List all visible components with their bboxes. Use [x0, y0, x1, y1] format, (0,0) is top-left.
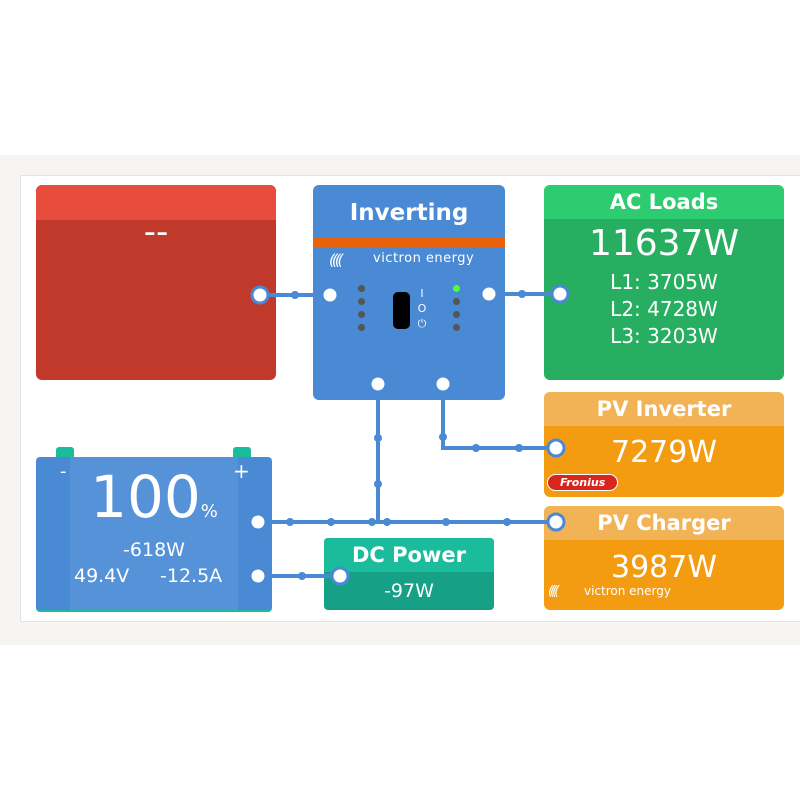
- victron-logo-icon: ((((: [329, 251, 344, 269]
- battery-voltage: 49.4V: [74, 565, 130, 587]
- battery-terminal-plus: [233, 447, 251, 458]
- switch-off-mark: O: [417, 302, 427, 315]
- pv-charger-tile[interactable]: PV Charger 3987W (((( victron energy: [544, 506, 784, 610]
- ac-loads-tile[interactable]: AC Loads 11637W L1: 3705W L2: 4728W L3: …: [544, 185, 784, 380]
- battery-soc-unit: %: [200, 501, 218, 522]
- ac-loads-title: AC Loads: [544, 185, 784, 219]
- battery-soc: 100: [90, 463, 201, 531]
- pv-inverter-power: 7279W: [610, 435, 717, 470]
- battery-terminal-minus: [56, 447, 74, 458]
- battery-minus: -: [60, 461, 67, 482]
- switch-on-mark: I: [420, 287, 424, 300]
- pv-inverter-tile[interactable]: PV Inverter 7279W Fronius: [544, 392, 784, 497]
- battery-fill: [70, 457, 238, 610]
- battery-plus: +: [233, 459, 250, 483]
- pv-charger-power: 3987W: [610, 550, 717, 585]
- inverter-switch[interactable]: [393, 292, 410, 329]
- grid-tile[interactable]: --: [36, 185, 276, 380]
- led-column-left: [358, 285, 365, 331]
- ac-loads-l3: L3: 3203W: [610, 324, 718, 348]
- ac-loads-l1: L1: 3705W: [610, 270, 718, 294]
- dc-power-title: DC Power: [324, 538, 494, 572]
- ac-loads-total: 11637W: [588, 223, 740, 264]
- dc-power-value: -97W: [384, 580, 434, 602]
- battery-soc-row: 100%: [36, 463, 272, 531]
- pv-charger-title: PV Charger: [544, 506, 784, 540]
- inverter-orange-bar: [313, 237, 505, 247]
- inverter-state: Inverting: [349, 200, 469, 226]
- power-icon: ⏻: [417, 317, 427, 330]
- ac-loads-l2: L2: 4728W: [610, 297, 718, 321]
- battery-power: -618W: [123, 539, 185, 561]
- inverter-brand: victron energy: [373, 251, 475, 266]
- switch-marks: I O ⏻: [416, 286, 428, 331]
- inverter-tile[interactable]: Inverting (((( victron energy I O ⏻: [313, 185, 505, 400]
- battery-tile[interactable]: - + 100% -618W 49.4V -12.5A: [36, 457, 272, 612]
- pv-charger-brand: victron energy: [584, 584, 671, 598]
- led-column-right: [453, 285, 460, 331]
- grid-value: --: [143, 212, 169, 252]
- victron-logo-icon: ((((: [548, 584, 559, 599]
- dc-power-tile[interactable]: DC Power -97W: [324, 538, 494, 610]
- pv-inverter-title: PV Inverter: [544, 392, 784, 426]
- fronius-logo: Fronius: [547, 474, 619, 491]
- battery-current: -12.5A: [160, 565, 223, 587]
- grid-header: [36, 185, 276, 220]
